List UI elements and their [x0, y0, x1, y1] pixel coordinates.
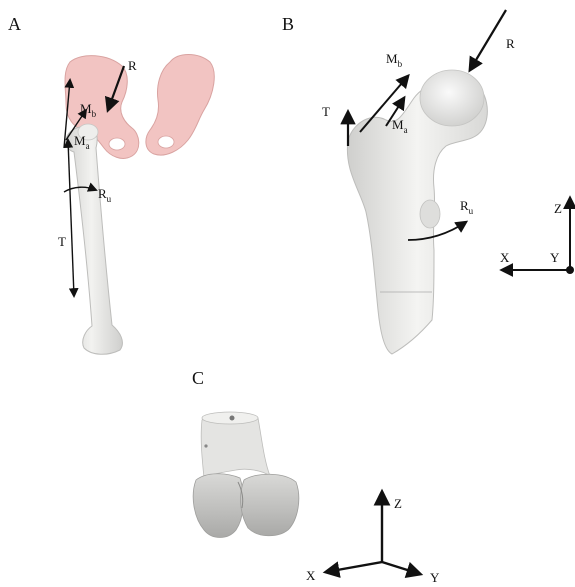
panel-a-letter: A	[8, 14, 21, 34]
distal-femur	[193, 412, 299, 538]
axis-c-z-label: Z	[394, 496, 402, 511]
arrow-b-r	[470, 10, 506, 70]
label-b-t: T	[322, 104, 330, 119]
axis-b-x-label: X	[500, 250, 510, 265]
coordinate-axes-c: Z X Y	[306, 492, 440, 585]
label-a-r: R	[128, 58, 137, 73]
coordinate-axes-b: Z X Y	[500, 198, 574, 274]
condyle-right	[241, 474, 299, 536]
label-a-t: T	[58, 234, 66, 249]
lesser-trochanter	[420, 200, 440, 228]
axis-c-x	[326, 562, 382, 572]
femoral-head	[420, 70, 484, 126]
axis-c-x-label: X	[306, 568, 316, 583]
axis-b-y-label: Y	[550, 250, 560, 265]
panel-a: A R Mb Ma Ru T	[8, 14, 214, 354]
pelvis-left-obturator	[109, 138, 125, 150]
medullary-hole	[230, 416, 235, 421]
axis-c-y-label: Y	[430, 570, 440, 585]
axis-b-y	[566, 266, 574, 274]
axis-c-y	[382, 562, 420, 574]
condyle-left	[193, 474, 243, 538]
condyle-left-dimple	[204, 444, 207, 447]
pelvis-right-obturator	[158, 136, 174, 148]
pelvis-right-ilium	[146, 55, 214, 156]
panel-c: C Z X Y	[192, 368, 440, 585]
arrow-a-t	[68, 140, 74, 296]
panel-b: B R Mb Ma T Ru Z X Y	[282, 10, 574, 354]
panel-c-letter: C	[192, 368, 204, 388]
femur-a	[66, 124, 122, 354]
label-b-mb: Mb	[386, 51, 403, 69]
femur-a-shaft	[66, 127, 122, 355]
panel-b-letter: B	[282, 14, 294, 34]
label-b-ru: Ru	[460, 198, 474, 216]
axis-b-z-label: Z	[554, 201, 562, 216]
label-b-r: R	[506, 36, 515, 51]
